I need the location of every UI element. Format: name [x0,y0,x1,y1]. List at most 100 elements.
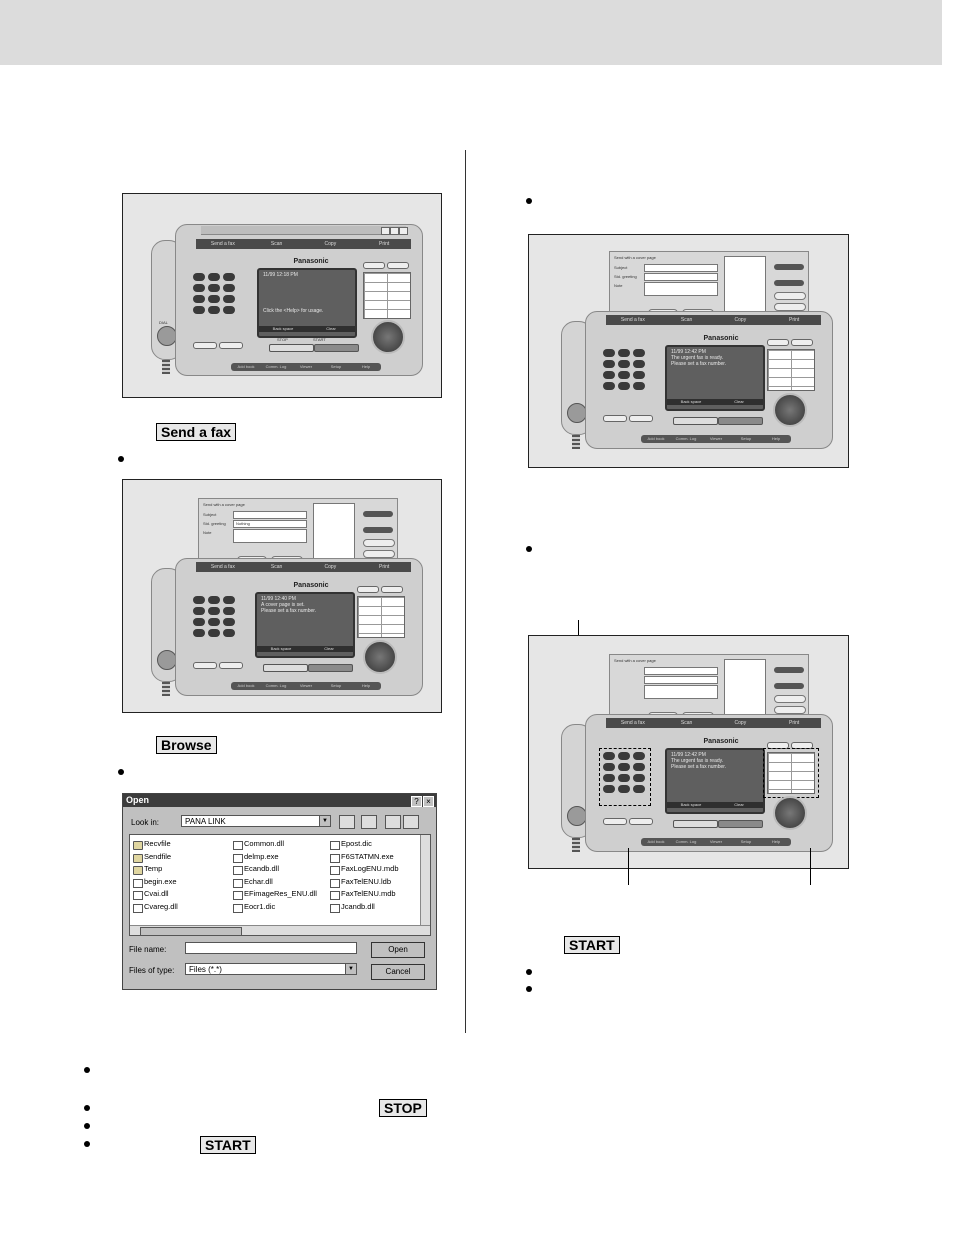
change-button[interactable] [357,586,379,593]
page-spinner[interactable] [774,280,804,286]
list-item[interactable]: Common.dll [233,838,317,851]
redial-button[interactable] [629,818,653,825]
list-item[interactable]: Sendfile [133,851,178,864]
greeting-select[interactable] [644,676,718,684]
details-view-icon[interactable] [403,815,419,829]
tab-copy[interactable]: Copy [324,564,337,570]
list-item[interactable]: begin.exe [133,876,178,889]
open-button[interactable]: Open [371,942,425,958]
redial-button[interactable] [629,415,653,422]
tab-send-a-fax[interactable]: Send a fax [210,241,235,247]
tab-scan[interactable]: Scan [680,317,693,323]
dialog-close-icon[interactable]: × [423,796,434,807]
backspace-softkey[interactable]: Back space [680,399,702,404]
strip-help[interactable]: Help [771,436,781,441]
page-spinner[interactable] [363,527,393,533]
tab-copy[interactable]: Copy [734,317,747,323]
stop-start-buttons[interactable] [263,664,353,672]
strip-add-book[interactable]: Add book [237,364,255,369]
send-fax-button[interactable] [773,796,807,830]
files-of-type-select[interactable]: Files (*.*) ▼ [185,963,357,975]
tab-scan[interactable]: Scan [270,241,283,247]
list-item[interactable]: FaxTelENU.ldb [330,876,399,889]
list-item[interactable]: Epost.dic [330,838,399,851]
strip-add-book[interactable]: Add book [647,839,665,844]
preview-button[interactable] [774,264,804,270]
subject-field[interactable] [644,667,718,675]
dial-keypad[interactable] [603,349,645,390]
strip-viewer[interactable]: Viewer [299,683,313,688]
send-fax-button[interactable] [773,393,807,427]
list-item[interactable]: Echar.dll [233,876,317,889]
delete-button[interactable] [791,339,813,346]
dial-knob[interactable] [157,650,177,670]
tab-print[interactable]: Print [788,720,800,726]
directory-table[interactable] [767,752,815,794]
note-field[interactable] [644,282,718,296]
redial-button[interactable] [219,662,243,669]
chevron-down-icon[interactable]: ▼ [319,816,330,826]
redial-button[interactable] [219,342,243,349]
delete-button[interactable] [381,586,403,593]
stop-start-buttons[interactable] [673,820,763,828]
vertical-scrollbar[interactable] [420,835,430,925]
list-item[interactable]: FaxTelENU.mdb [330,888,399,901]
list-item[interactable]: Cvareg.dll [133,901,178,914]
chevron-down-icon[interactable]: ▼ [345,964,356,974]
strip-setup[interactable]: Setup [330,364,342,369]
cover-cancel-button[interactable] [774,706,806,714]
tab-print[interactable]: Print [788,317,800,323]
tab-scan[interactable]: Scan [270,564,283,570]
strip-add-book[interactable]: Add book [647,436,665,441]
backspace-softkey[interactable]: Back space [680,802,702,807]
strip-comm-log[interactable]: Comm. Log [265,683,287,688]
dial-keypad[interactable] [193,596,235,637]
tab-send-a-fax[interactable]: Send a fax [210,564,235,570]
tab-send-a-fax[interactable]: Send a fax [620,720,645,726]
strip-help[interactable]: Help [771,839,781,844]
list-item[interactable]: Recvfile [133,838,178,851]
clear-softkey[interactable]: Clear [324,646,334,651]
list-item[interactable]: EFimageRes_ENU.dll [233,888,317,901]
stop-start-buttons[interactable] [269,344,359,352]
list-item[interactable]: delmp.exe [233,851,317,864]
strip-setup[interactable]: Setup [330,683,342,688]
send-fax-button[interactable] [371,320,405,354]
cancel-button[interactable]: Cancel [371,964,425,980]
subject-field[interactable] [644,264,718,272]
delete-page-button[interactable] [774,292,806,300]
cover-checkbox[interactable]: Send with a cover page [614,255,656,260]
page-spinner[interactable] [774,683,804,689]
directory-table[interactable] [767,349,815,391]
horizontal-scrollbar[interactable] [130,925,430,936]
list-item[interactable]: F6STATMN.exe [330,851,399,864]
handsfree-button[interactable] [603,818,627,825]
strip-viewer[interactable]: Viewer [709,839,723,844]
new-folder-icon[interactable] [361,815,377,829]
tab-copy[interactable]: Copy [324,241,337,247]
scroll-thumb[interactable] [140,927,242,936]
cover-checkbox[interactable]: Send with a cover page [614,658,656,663]
preview-button[interactable] [774,667,804,673]
send-fax-button[interactable] [363,640,397,674]
cover-checkbox[interactable]: Send with a cover page [203,502,245,507]
backspace-softkey[interactable]: Back space [272,326,294,331]
dial-keypad[interactable] [603,752,645,793]
list-item[interactable]: Jcandb.dll [330,901,399,914]
look-in-select[interactable]: PANA LINK ▼ [181,815,331,827]
delete-page-button[interactable] [774,695,806,703]
stop-start-buttons[interactable] [673,417,763,425]
handsfree-button[interactable] [603,415,627,422]
tab-copy[interactable]: Copy [734,720,747,726]
dial-knob[interactable] [567,403,587,423]
subject-field[interactable] [233,511,307,519]
strip-help[interactable]: Help [361,683,371,688]
strip-setup[interactable]: Setup [740,839,752,844]
tab-send-a-fax[interactable]: Send a fax [620,317,645,323]
list-item[interactable]: Cvai.dll [133,888,178,901]
minimize-icon[interactable] [381,227,390,235]
strip-viewer[interactable]: Viewer [709,436,723,441]
list-item[interactable]: Temp [133,863,178,876]
close-icon[interactable] [399,227,408,235]
backspace-softkey[interactable]: Back space [270,646,292,651]
